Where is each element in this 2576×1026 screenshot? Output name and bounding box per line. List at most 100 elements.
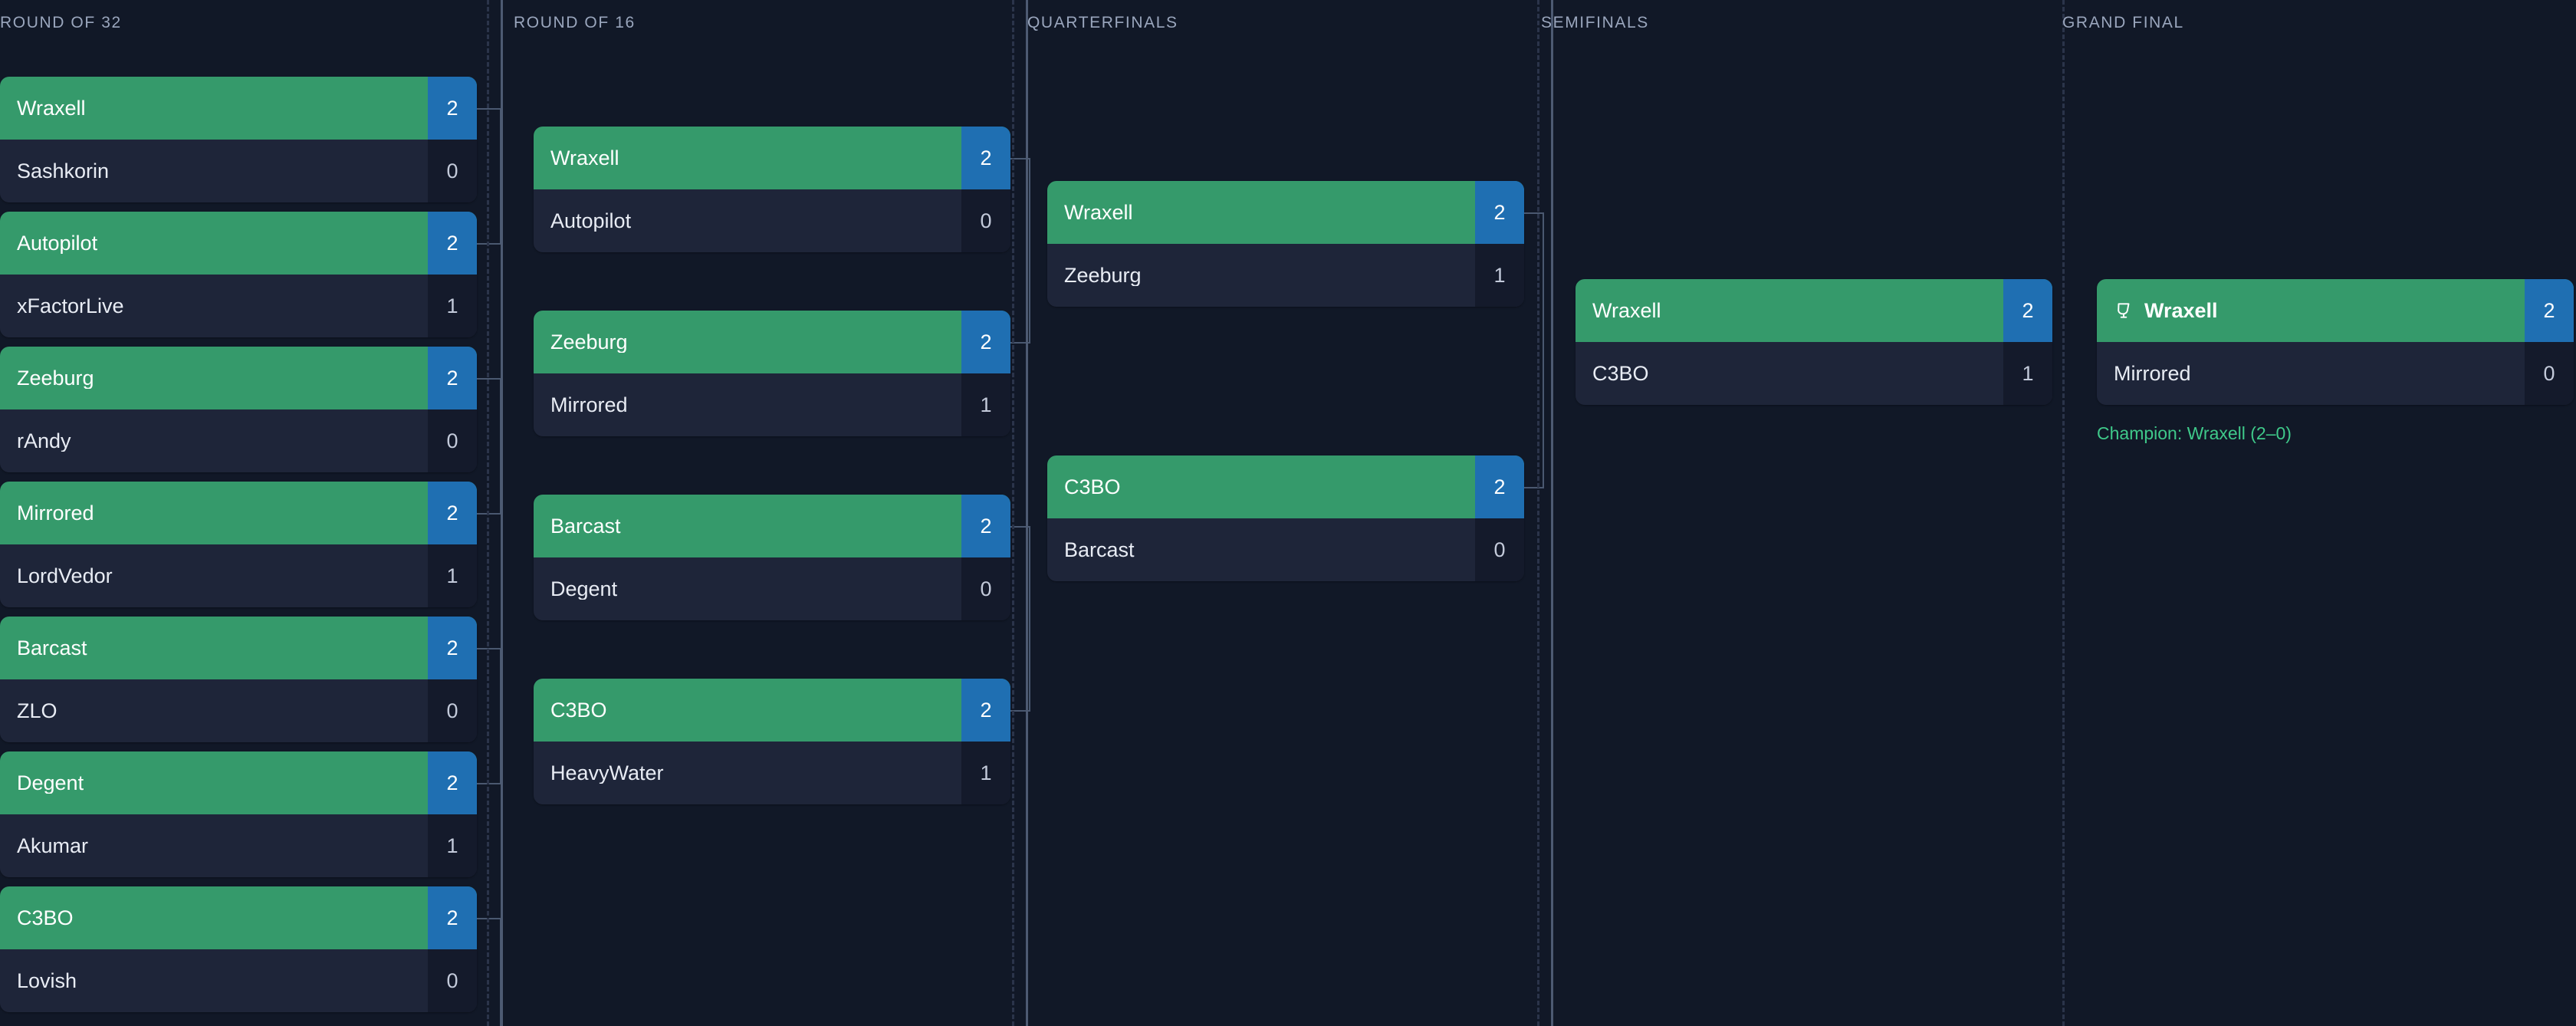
team-name: Degent <box>550 578 618 600</box>
bracket-connector <box>1543 212 1544 487</box>
team-score: 2 <box>428 617 477 679</box>
team-name: C3BO <box>1064 476 1121 498</box>
team-name: Mirrored <box>17 502 94 524</box>
team-score: 2 <box>1475 455 1524 518</box>
match-team-winner[interactable]: Mirrored 2 <box>0 482 477 544</box>
match-team-loser[interactable]: Sashkorin 0 <box>0 140 477 202</box>
match-team-loser[interactable]: HeavyWater 1 <box>534 742 1010 804</box>
match-card[interactable]: C3BO 2 HeavyWater 1 <box>534 679 1010 804</box>
match-team-loser[interactable]: Barcast 0 <box>1047 518 1524 581</box>
match-team-winner[interactable]: Wraxell 2 <box>2097 279 2574 342</box>
match-team-loser[interactable]: ZLO 0 <box>0 679 477 742</box>
match-team-winner[interactable]: Wraxell 2 <box>1576 279 2052 342</box>
team-name: HeavyWater <box>550 762 664 784</box>
match-team-winner[interactable]: Barcast 2 <box>534 495 1010 557</box>
match-team-loser[interactable]: Akumar 1 <box>0 814 477 877</box>
match-team-loser[interactable]: LordVedor 1 <box>0 544 477 607</box>
team-score: 2 <box>961 495 1010 557</box>
round-header-quarterfinals: QUARTERFINALS <box>1027 14 1178 31</box>
match-team-winner[interactable]: Zeeburg 2 <box>0 347 477 409</box>
bracket-connector <box>477 378 501 380</box>
match-team-loser[interactable]: Mirrored 1 <box>534 373 1010 436</box>
match-card[interactable]: Wraxell 2 Zeeburg 1 <box>1047 181 1524 307</box>
team-name: Zeeburg <box>550 331 628 353</box>
match-team-loser[interactable]: xFactorLive 1 <box>0 275 477 337</box>
match-card[interactable]: Barcast 2 Degent 0 <box>534 495 1010 620</box>
bracket-connector <box>1010 710 1030 712</box>
team-score: 2 <box>1475 181 1524 244</box>
team-name: Wraxell <box>1592 300 1661 321</box>
bracket-connector <box>477 243 501 245</box>
team-score: 2 <box>961 311 1010 373</box>
match-team-winner[interactable]: Wraxell 2 <box>534 127 1010 189</box>
team-name: Zeeburg <box>1064 265 1142 286</box>
match-card[interactable]: C3BO 2 Lovish 0 <box>0 886 477 1012</box>
match-card[interactable]: Wraxell 2 Autopilot 0 <box>534 127 1010 252</box>
team-score: 2 <box>428 482 477 544</box>
team-name: xFactorLive <box>17 295 124 317</box>
match-card[interactable]: Mirrored 2 LordVedor 1 <box>0 482 477 607</box>
team-name: Mirrored <box>550 394 628 416</box>
match-team-loser[interactable]: Autopilot 0 <box>534 189 1010 252</box>
team-score: 2 <box>428 347 477 409</box>
match-team-winner[interactable]: Wraxell 2 <box>1047 181 1524 244</box>
match-team-loser[interactable]: C3BO 1 <box>1576 342 2052 405</box>
team-score: 2 <box>961 679 1010 742</box>
team-score: 1 <box>961 742 1010 804</box>
round-divider <box>1026 0 1028 1026</box>
team-name: ZLO <box>17 700 58 722</box>
match-card[interactable]: Wraxell 2 Sashkorin 0 <box>0 77 477 202</box>
team-score: 2 <box>428 751 477 814</box>
match-card[interactable]: Autopilot 2 xFactorLive 1 <box>0 212 477 337</box>
team-name-with-trophy: Wraxell <box>2097 301 2525 321</box>
bracket-connector <box>477 648 501 649</box>
bracket-connector <box>1010 526 1030 528</box>
round-column-quarterfinals: QUARTERFINALS Wraxell 2 Zeeburg 1 C3BO 2… <box>1027 0 1553 1026</box>
match-card[interactable]: Barcast 2 ZLO 0 <box>0 617 477 742</box>
match-card[interactable]: Wraxell 2 C3BO 1 <box>1576 279 2052 405</box>
team-name: Akumar <box>17 835 89 857</box>
match-card[interactable]: C3BO 2 Barcast 0 <box>1047 455 1524 581</box>
team-name: C3BO <box>550 699 607 721</box>
match-card[interactable]: Zeeburg 2 Mirrored 1 <box>534 311 1010 436</box>
team-name: Lovish <box>17 970 77 991</box>
match-card[interactable]: Degent 2 Akumar 1 <box>0 751 477 877</box>
team-score: 1 <box>961 373 1010 436</box>
match-team-loser[interactable]: Degent 0 <box>534 557 1010 620</box>
match-team-loser[interactable]: Mirrored 0 <box>2097 342 2574 405</box>
round-header-round-of-32: ROUND OF 32 <box>0 14 122 31</box>
round-divider <box>501 0 503 1026</box>
team-score: 0 <box>428 409 477 472</box>
match-team-winner[interactable]: C3BO 2 <box>534 679 1010 742</box>
match-team-winner[interactable]: C3BO 2 <box>0 886 477 949</box>
match-team-winner[interactable]: Barcast 2 <box>0 617 477 679</box>
team-score: 2 <box>2003 279 2052 342</box>
round-dashed-guide <box>2062 0 2065 1026</box>
team-score: 1 <box>428 544 477 607</box>
team-score: 2 <box>428 212 477 275</box>
bracket-connector <box>477 918 501 919</box>
round-header-grand-final: GRAND FINAL <box>2062 14 2184 31</box>
trophy-icon <box>2114 301 2134 321</box>
match-card[interactable]: Wraxell 2 Mirrored 0 <box>2097 279 2574 405</box>
match-team-winner[interactable]: Degent 2 <box>0 751 477 814</box>
team-score: 0 <box>961 189 1010 252</box>
bracket-connector <box>1524 487 1544 488</box>
team-name: LordVedor <box>17 565 113 587</box>
match-card[interactable]: Zeeburg 2 rAndy 0 <box>0 347 477 472</box>
team-score: 1 <box>1475 244 1524 307</box>
match-team-winner[interactable]: Autopilot 2 <box>0 212 477 275</box>
match-team-winner[interactable]: C3BO 2 <box>1047 455 1524 518</box>
bracket-connector <box>1010 158 1030 159</box>
match-team-winner[interactable]: Zeeburg 2 <box>534 311 1010 373</box>
match-team-loser[interactable]: rAndy 0 <box>0 409 477 472</box>
match-team-loser[interactable]: Lovish 0 <box>0 949 477 1012</box>
match-team-winner[interactable]: Wraxell 2 <box>0 77 477 140</box>
round-column-round-of-32: ROUND OF 32 Wraxell 2 Sashkorin 0 Autopi… <box>0 0 514 1026</box>
round-dashed-guide <box>487 0 489 1026</box>
team-name: Wraxell <box>2144 300 2218 321</box>
round-divider <box>1551 0 1553 1026</box>
match-team-loser[interactable]: Zeeburg 1 <box>1047 244 1524 307</box>
team-name: Autopilot <box>550 210 632 232</box>
